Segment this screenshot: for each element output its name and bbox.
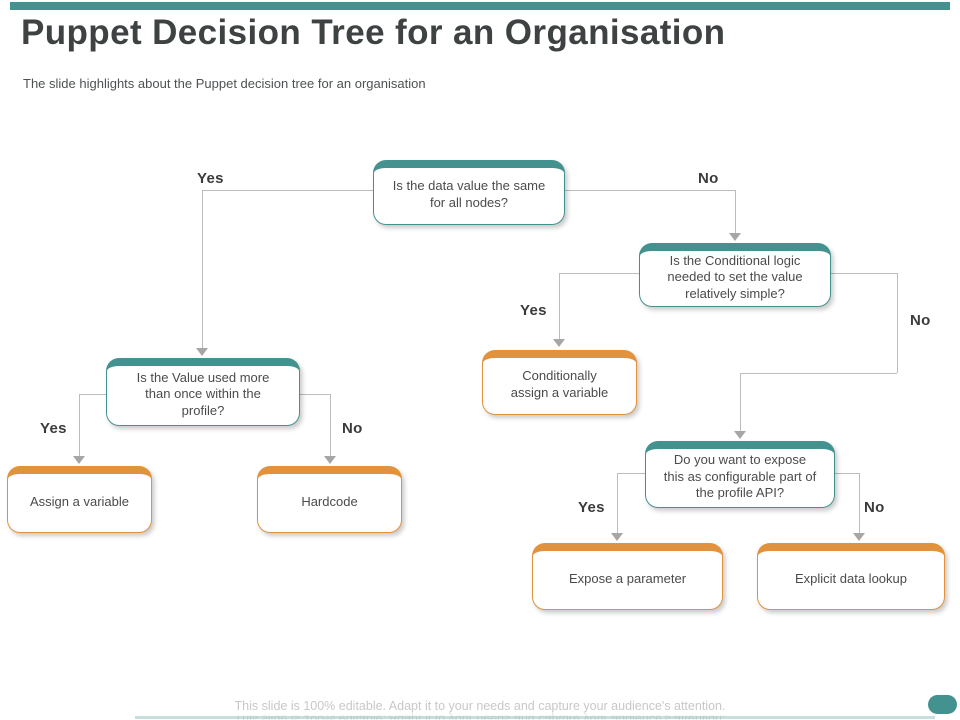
edge-label-value-no: No <box>342 420 363 437</box>
arrow-down-icon <box>553 339 565 347</box>
bottom-accent-line <box>135 716 935 719</box>
connector-line <box>79 394 80 456</box>
edge-label-root-no: No <box>698 170 719 187</box>
arrow-down-icon <box>853 533 865 541</box>
arrow-down-icon <box>734 431 746 439</box>
node-text: Is the Value used more than once within … <box>136 369 270 418</box>
connector-line <box>831 273 897 274</box>
node-hardcode: Hardcode <box>257 466 402 533</box>
node-text: Do you want to expose this as configurab… <box>663 452 817 501</box>
connector-line <box>565 190 735 191</box>
node-text: Assign a variable <box>30 493 129 509</box>
footer-note: This slide is 100% editable. Adapt it to… <box>234 699 726 713</box>
node-text: Hardcode <box>301 493 358 509</box>
node-text: Explicit data lookup <box>794 570 907 586</box>
connector-line <box>735 190 736 233</box>
node-conditional-logic-question: Is the Conditional logic needed to set t… <box>639 243 831 307</box>
node-text: Is the Conditional logic needed to set t… <box>667 252 803 301</box>
connector-line <box>740 373 897 374</box>
bottom-right-pill <box>928 695 957 714</box>
connector-line <box>300 394 330 395</box>
connector-line <box>859 473 860 533</box>
edge-label-value-yes: Yes <box>40 420 67 437</box>
edge-label-conditional-yes: Yes <box>520 302 547 319</box>
node-root-question: Is the data value the same for all nodes… <box>373 160 565 225</box>
connector-line <box>617 473 645 474</box>
connector-line <box>202 190 373 191</box>
connector-line <box>897 273 898 373</box>
edge-label-expose-yes: Yes <box>578 499 605 516</box>
edge-label-root-yes: Yes <box>197 170 224 187</box>
node-conditionally-assign: Conditionally assign a variable <box>482 350 637 415</box>
edge-label-conditional-no: No <box>910 312 931 329</box>
connector-line <box>202 190 203 350</box>
arrow-down-icon <box>324 456 336 464</box>
top-accent-bar <box>10 2 950 10</box>
arrow-down-icon <box>611 533 623 541</box>
connector-line <box>559 273 640 274</box>
node-text: Is the data value the same for all nodes… <box>392 178 546 210</box>
connector-line <box>617 473 618 533</box>
arrow-down-icon <box>73 456 85 464</box>
node-assign-variable: Assign a variable <box>7 466 152 533</box>
edge-label-expose-no: No <box>864 499 885 516</box>
page-title: Puppet Decision Tree for an Organisation <box>21 13 726 52</box>
slide-subtitle: The slide highlights about the Puppet de… <box>23 76 426 91</box>
node-text: Conditionally assign a variable <box>510 368 609 400</box>
connector-line <box>740 373 741 431</box>
node-expose-parameter: Expose a parameter <box>532 543 723 610</box>
node-value-reuse-question: Is the Value used more than once within … <box>106 358 300 426</box>
connector-line <box>330 394 331 456</box>
node-expose-question: Do you want to expose this as configurab… <box>645 441 835 508</box>
connector-line <box>79 394 106 395</box>
connector-line <box>835 473 859 474</box>
node-text: Expose a parameter <box>568 570 687 586</box>
node-explicit-lookup: Explicit data lookup <box>757 543 945 610</box>
arrow-down-icon <box>196 348 208 356</box>
arrow-down-icon <box>729 233 741 241</box>
connector-line <box>559 273 560 341</box>
